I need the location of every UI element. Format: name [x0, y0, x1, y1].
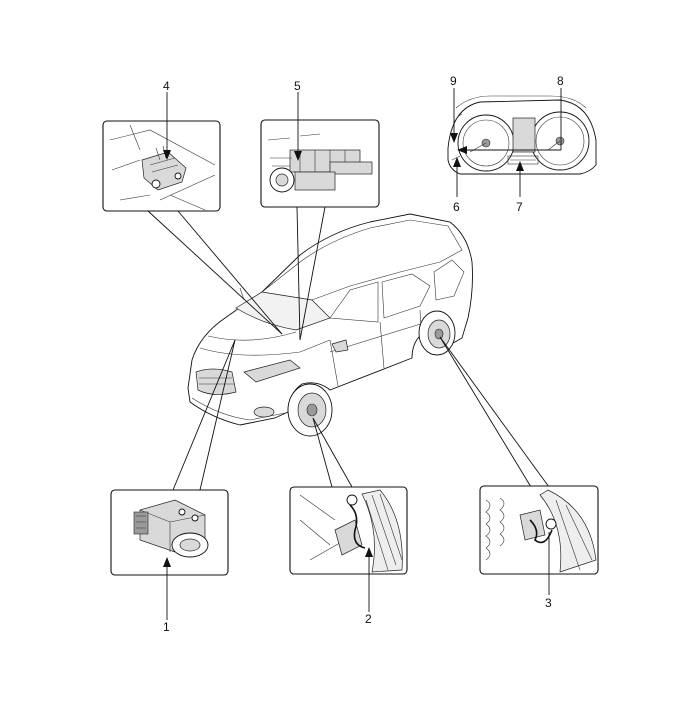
detail-panel-5 — [260, 92, 380, 208]
instrument-cluster-panel — [447, 88, 597, 197]
callout-2: 2 — [365, 612, 372, 626]
callout-3: 3 — [545, 596, 552, 610]
vehicle-illustration — [187, 213, 473, 437]
callout-numbers: 1 2 3 4 5 6 7 8 9 — [163, 74, 564, 634]
detail-panel-4 — [102, 92, 221, 212]
callout-5: 5 — [294, 79, 301, 93]
detail-panel-1 — [110, 489, 229, 620]
callout-4: 4 — [163, 79, 170, 93]
callout-1: 1 — [163, 620, 170, 634]
callout-9: 9 — [450, 74, 457, 88]
callout-7: 7 — [516, 200, 523, 214]
detail-panel-3 — [479, 485, 599, 595]
detail-panel-2 — [289, 486, 408, 612]
callout-8: 8 — [557, 74, 564, 88]
leader-lines — [147, 206, 550, 491]
callout-6: 6 — [453, 200, 460, 214]
